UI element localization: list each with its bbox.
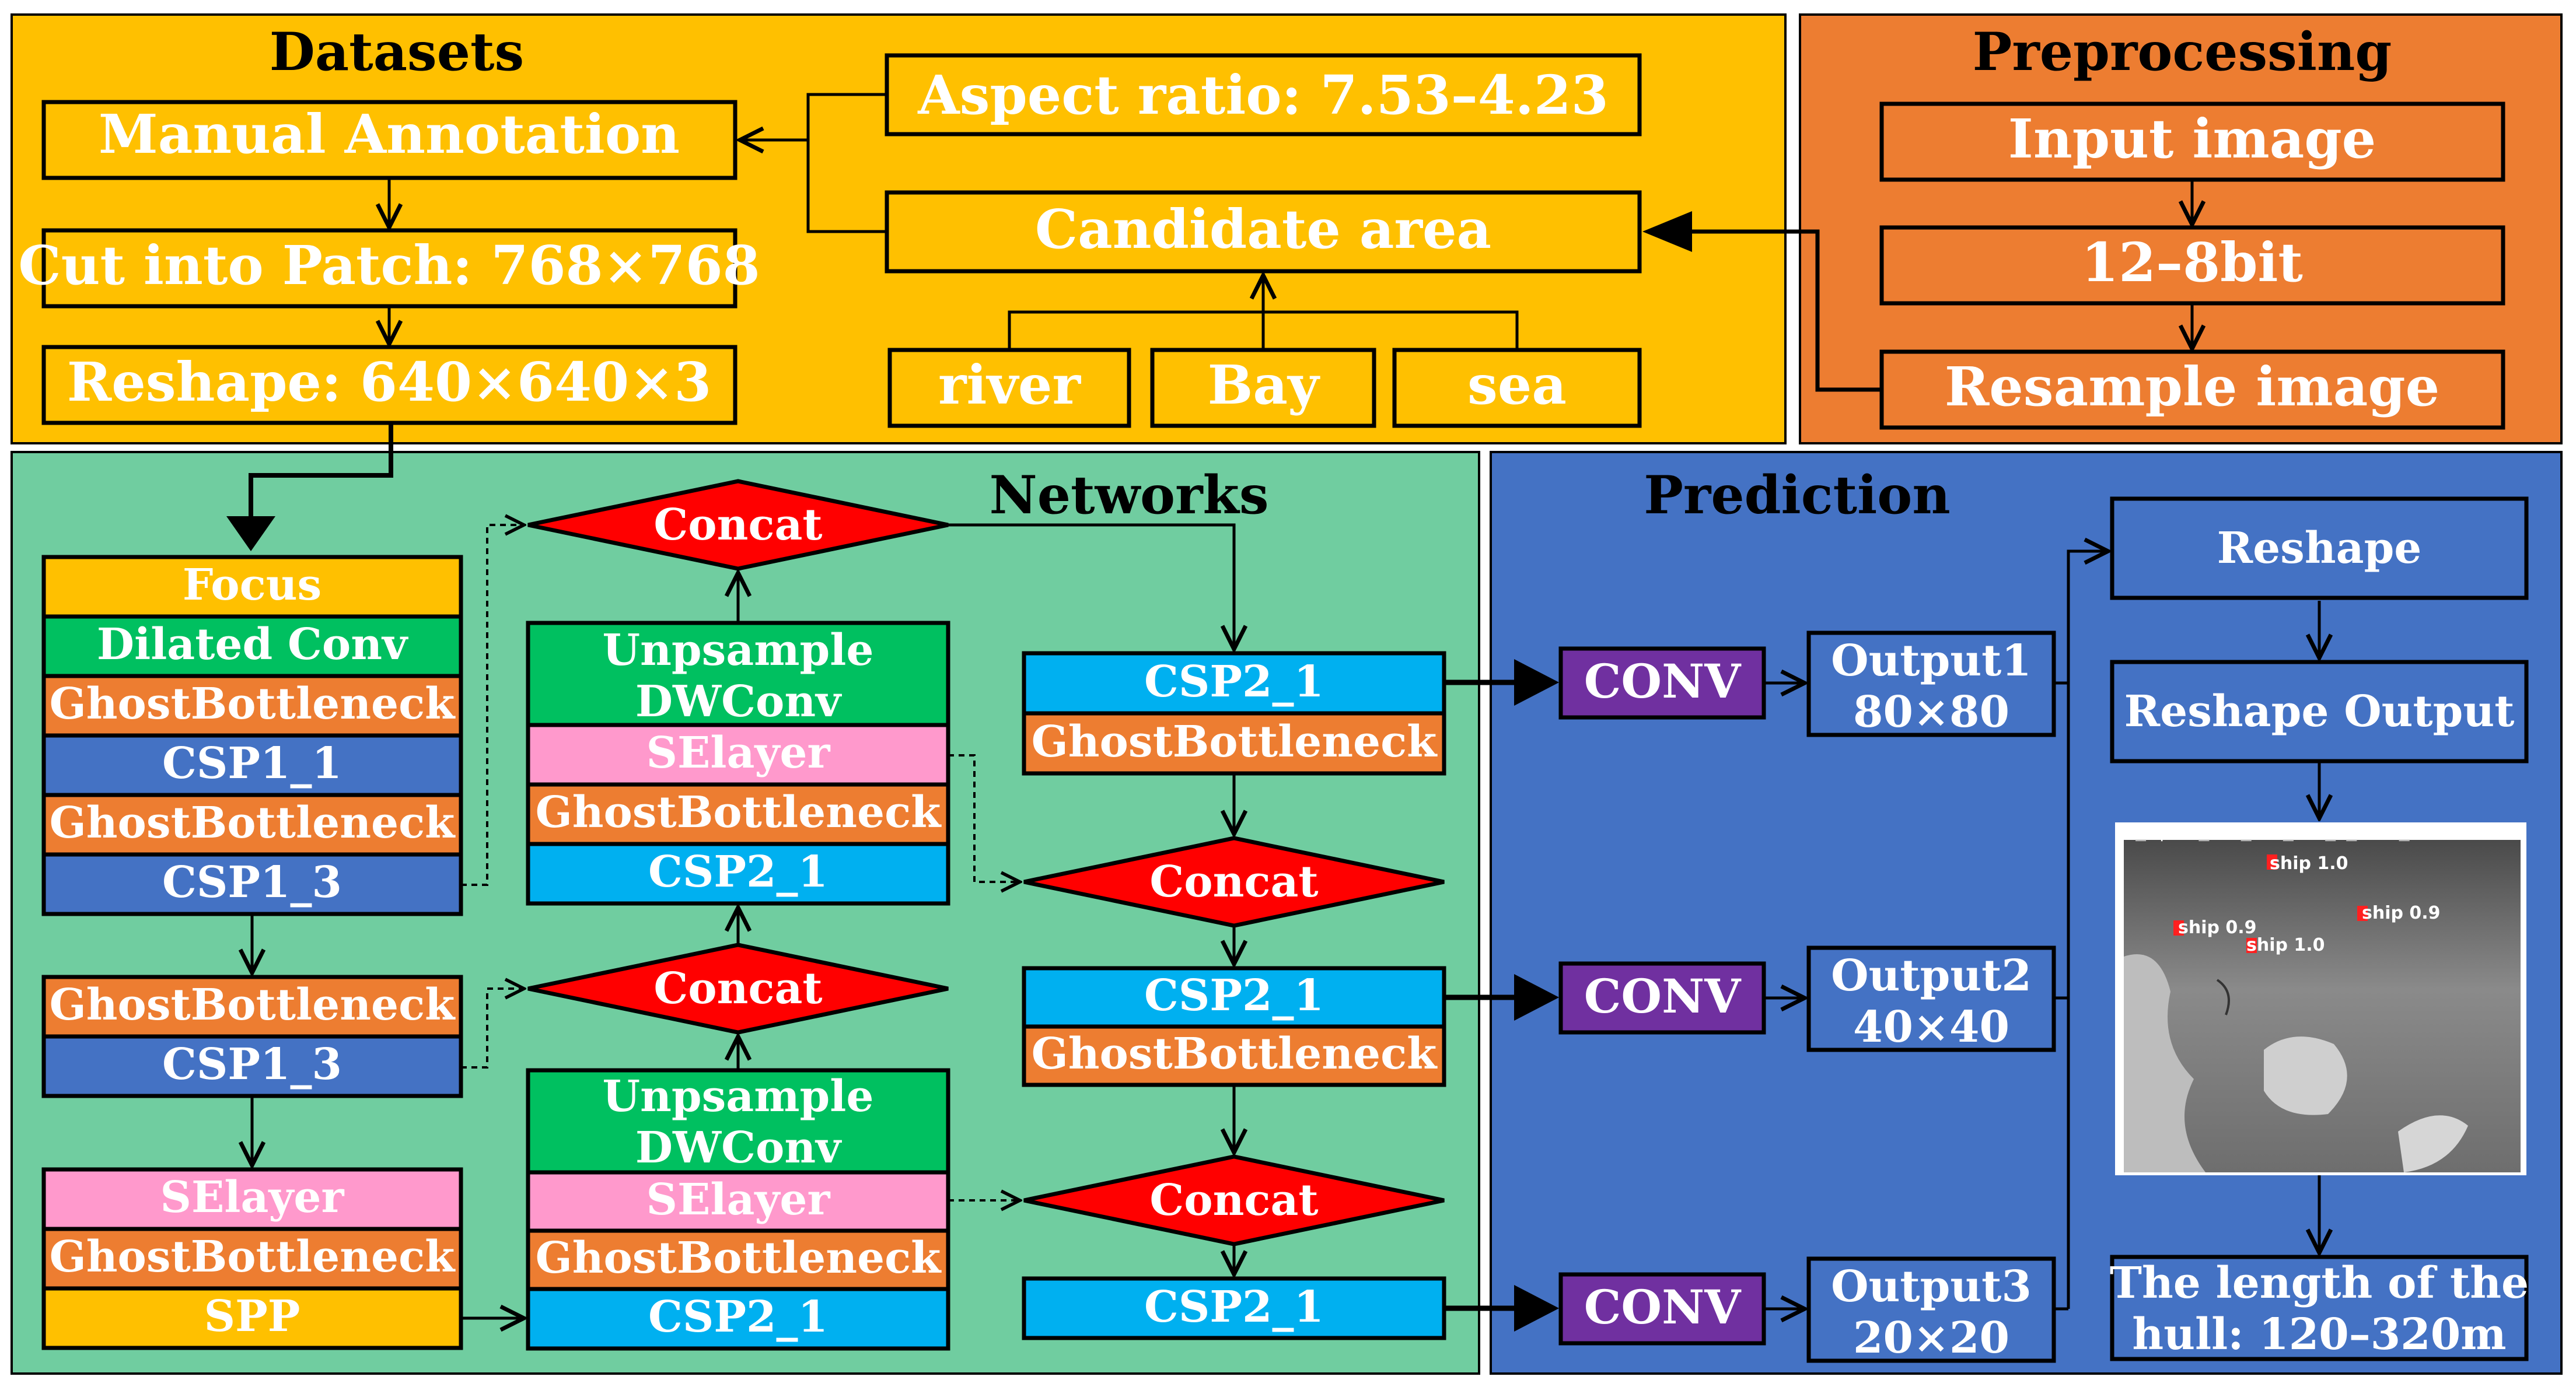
image-caption: 1_0|243_728_768_768_0_1496_1011.tif bbox=[2125, 821, 2494, 842]
manual-annotation-label: Manual Annotation bbox=[99, 103, 680, 166]
area-river-box bbox=[887, 348, 1131, 428]
head2-ghost: GhostBottleneck bbox=[1032, 1029, 1438, 1079]
backbone-stack-3 bbox=[41, 1167, 463, 1350]
bb3-spp: SPP bbox=[204, 1291, 300, 1342]
networks-flow: Focus Dilated Conv GhostBottleneck CSP1_… bbox=[41, 423, 1559, 1351]
reshape-output-box bbox=[2110, 660, 2529, 763]
aspect-ratio-label: Aspect ratio: 7.53–4.23 bbox=[917, 64, 1609, 127]
neck-top-stack bbox=[526, 621, 950, 906]
head2-csp2: CSP2_1 bbox=[1144, 971, 1324, 1021]
neck-bottom-csp2: CSP2_1 bbox=[648, 1292, 828, 1342]
detection-image: 1_0|243_728_768_768_0_1496_1011.tif ship… bbox=[2115, 821, 2526, 1175]
bb1-ghost-2: GhostBottleneck bbox=[50, 798, 456, 848]
head3-csp2: CSP2_1 bbox=[1144, 1282, 1324, 1332]
bb1-csp1-3: CSP1_3 bbox=[162, 857, 342, 908]
bb1-dilated-conv: Dilated Conv bbox=[97, 619, 408, 670]
neck-bottom-selayer: SElayer bbox=[646, 1175, 831, 1225]
area-bay-box bbox=[1150, 348, 1376, 428]
preprocessing-title: Preprocessing bbox=[1973, 21, 2392, 83]
head1-csp2: CSP2_1 bbox=[1144, 657, 1324, 707]
neck-top-selayer: SElayer bbox=[646, 728, 831, 778]
input-image-label: Input image bbox=[2008, 107, 2376, 170]
head-stacks bbox=[1022, 651, 1446, 1340]
concat-2 bbox=[527, 943, 949, 1035]
reshape-output-label: Reshape Output bbox=[2124, 687, 2515, 737]
bb1-focus: Focus bbox=[183, 560, 321, 610]
backbone-stack-2 bbox=[41, 975, 463, 1098]
bb2-ghost: GhostBottleneck bbox=[50, 980, 456, 1030]
bit-convert-label: 12–8bit bbox=[2081, 231, 2303, 294]
bb1-csp1-1: CSP1_1 bbox=[162, 738, 342, 789]
prediction-title: Prediction bbox=[1644, 464, 1951, 526]
networks-title: Networks bbox=[989, 464, 1268, 526]
detection-3: ship 0.9 bbox=[2362, 903, 2441, 923]
head1-ghost: GhostBottleneck bbox=[1032, 717, 1438, 767]
bb3-selayer: SElayer bbox=[160, 1172, 345, 1223]
resample-image-label: Resample image bbox=[1945, 355, 2439, 418]
candidate-area-label: Candidate area bbox=[1035, 198, 1491, 261]
candidate-area-box bbox=[885, 190, 1642, 274]
datasets-title: Datasets bbox=[270, 21, 524, 83]
area-river-label: river bbox=[938, 353, 1081, 416]
neck-top-ghost: GhostBottleneck bbox=[536, 787, 942, 838]
conv-3-label: CONV bbox=[1584, 1280, 1742, 1335]
detection-1: ship 1.0 bbox=[2270, 853, 2348, 874]
neck-bottom-stack bbox=[526, 1068, 950, 1351]
neck-top-csp2: CSP2_1 bbox=[648, 847, 828, 897]
reshape-label: Reshape: 640×640×3 bbox=[67, 351, 711, 414]
pred-reshape-label: Reshape bbox=[2217, 523, 2422, 573]
concat-4 bbox=[1023, 1154, 1445, 1246]
concat-4-label: Concat bbox=[1149, 1175, 1318, 1225]
preprocessing-flow: Input image 12–8bit Resample image bbox=[1642, 101, 2505, 430]
bb1-ghost-1: GhostBottleneck bbox=[50, 679, 456, 729]
backbone-stack-1 bbox=[41, 555, 463, 916]
reshape-box bbox=[41, 345, 738, 425]
neck-bottom-ghost: GhostBottleneck bbox=[536, 1233, 942, 1283]
concat-2-label: Concat bbox=[653, 964, 822, 1014]
pred-reshape-box bbox=[2110, 496, 2529, 600]
resample-image-box bbox=[1879, 349, 2505, 430]
bb3-ghost: GhostBottleneck bbox=[50, 1232, 456, 1282]
area-bay-label: Bay bbox=[1208, 353, 1320, 416]
bb2-csp1-3: CSP1_3 bbox=[162, 1039, 342, 1090]
area-sea-label: sea bbox=[1467, 353, 1567, 416]
conv-1-label: CONV bbox=[1584, 654, 1742, 709]
concat-3 bbox=[1023, 836, 1445, 928]
concat-1-label: Concat bbox=[653, 500, 822, 550]
aspect-ratio-box bbox=[885, 53, 1642, 136]
detection-4: ship 1.0 bbox=[2246, 935, 2325, 955]
hull-length-box bbox=[2110, 1255, 2529, 1361]
cut-patch-label: Cut into Patch: 768×768 bbox=[18, 234, 760, 297]
detection-2: ship 0.9 bbox=[2178, 917, 2257, 938]
concat-3-label: Concat bbox=[1149, 857, 1318, 907]
conv-2-label: CONV bbox=[1584, 969, 1742, 1024]
input-image-box bbox=[1879, 101, 2505, 182]
datasets-flow: Manual Annotation Cut into Patch: 768×76… bbox=[18, 53, 1642, 428]
